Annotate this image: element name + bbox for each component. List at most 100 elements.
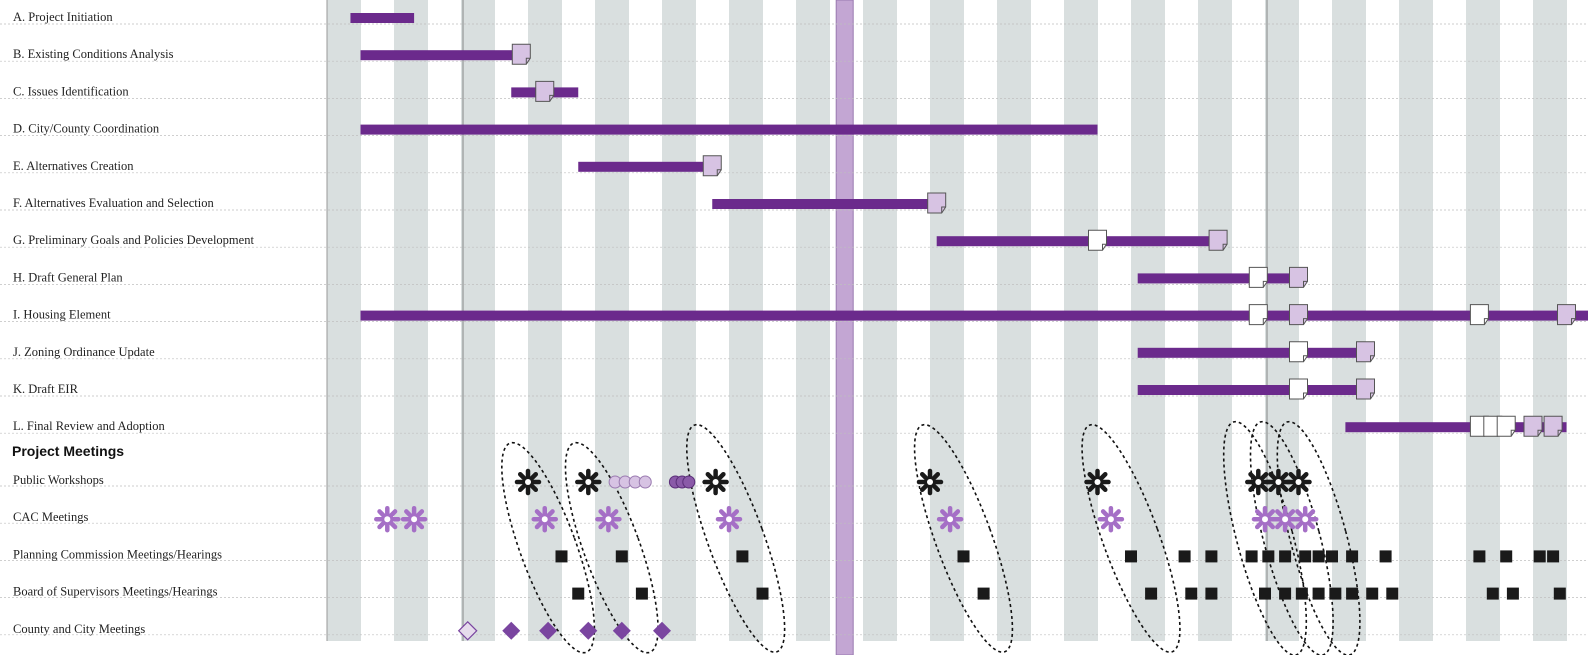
hearing-marker (1366, 587, 1379, 600)
hearing-marker (756, 587, 769, 600)
asterisk-center (1302, 516, 1309, 523)
asterisk-center (1282, 516, 1289, 523)
task-bar (1137, 347, 1366, 358)
meeting-label: Board of Supervisors Meetings/Hearings (13, 585, 218, 599)
task-label: E. Alternatives Creation (13, 159, 134, 173)
workshop-oval-marker (638, 475, 652, 489)
final-document-icon (511, 43, 531, 65)
task-label: B. Existing Conditions Analysis (13, 47, 174, 61)
asterisk-center (1107, 516, 1114, 523)
task-bar (936, 236, 1219, 247)
asterisk-center (384, 516, 391, 523)
document-fold (549, 94, 554, 102)
document-shape (1496, 415, 1516, 437)
hearing-marker (1506, 587, 1519, 600)
document-fold (1262, 318, 1268, 325)
hearing-marker (1205, 550, 1218, 563)
draft-document-icon (1088, 229, 1107, 251)
public-workshop-marker (514, 468, 542, 496)
draft-document-icon (1248, 266, 1268, 288)
county-city-meeting-marker (539, 621, 558, 640)
document-shape (1289, 304, 1308, 326)
document-shape (1248, 266, 1268, 288)
public-workshop-marker (1285, 468, 1312, 496)
task-bars (350, 13, 1588, 433)
county-city-meeting-marker (612, 621, 631, 640)
task-bar (350, 13, 415, 23)
meeting-label: Planning Commission Meetings/Hearings (13, 547, 222, 561)
document-fold (1102, 243, 1107, 251)
hearing-marker (555, 550, 568, 563)
task-bar (1137, 273, 1299, 284)
asterisk-center (541, 516, 548, 523)
final-document-icon (1356, 378, 1375, 400)
hearing-marker (1473, 550, 1486, 563)
task-bar (578, 161, 713, 172)
hearing-marker (1329, 587, 1342, 600)
asterisk-center (585, 479, 592, 485)
task-bar (1137, 385, 1366, 395)
document-shape (1088, 229, 1107, 251)
county-city-meeting-marker (653, 621, 671, 640)
document-shape (927, 192, 947, 214)
hearing-marker (1500, 550, 1513, 563)
column-stripe (327, 0, 361, 641)
public-workshop-marker (1084, 468, 1111, 496)
task-label: L. Final Review and Adoption (13, 419, 165, 433)
hearing-marker (1486, 587, 1499, 600)
final-document-icon (1523, 415, 1543, 437)
draft-document-icon (1469, 304, 1489, 326)
hearing-marker (1379, 550, 1392, 563)
asterisk-center (525, 479, 531, 485)
final-document-icon (1543, 415, 1563, 437)
cac-meeting-marker (1097, 505, 1125, 533)
meeting-group-ellipse (1081, 423, 1181, 653)
document-shape (1289, 341, 1308, 363)
workshop-oval-marker (682, 475, 696, 489)
meeting-label: County and City Meetings (13, 622, 145, 636)
asterisk-center (1262, 516, 1268, 523)
asterisk-center (712, 479, 719, 485)
hearing-marker (572, 587, 585, 600)
draft-document-icon (1248, 304, 1268, 326)
asterisk-center (1094, 479, 1101, 485)
document-fold (1557, 429, 1563, 437)
final-document-icon (535, 80, 555, 102)
county-city-meeting-marker (502, 621, 521, 640)
draft-document-icon (1289, 341, 1308, 363)
hearing-marker (1553, 587, 1566, 600)
task-label: F. Alternatives Evaluation and Selection (13, 196, 214, 210)
meeting-group-ellipse (564, 441, 659, 654)
cac-meeting-marker (715, 505, 743, 533)
asterisk-center (1255, 479, 1262, 485)
task-bar (360, 124, 1098, 135)
hearing-marker (1346, 587, 1359, 600)
meetings-heading: Project Meetings (12, 443, 124, 459)
asterisk-center (411, 516, 418, 523)
document-fold (1303, 392, 1308, 399)
meeting-group-ellipse (913, 423, 1014, 653)
current-date-marker (835, 0, 854, 655)
cac-meeting-marker (936, 505, 964, 533)
document-shape (1557, 304, 1576, 326)
document-shape (1543, 415, 1563, 437)
asterisk-center (1275, 479, 1282, 485)
document-shape (1248, 304, 1268, 326)
hearing-marker (1145, 587, 1158, 600)
meeting-group-ellipse (685, 423, 786, 653)
document-fold (1303, 318, 1308, 325)
task-bar (360, 310, 1588, 321)
asterisk-center (605, 516, 612, 523)
document-fold (1370, 355, 1375, 362)
hearing-marker (1262, 550, 1275, 563)
document-shape (1208, 229, 1228, 251)
task-label: G. Preliminary Goals and Policies Develo… (13, 233, 254, 247)
hearing-marker (1346, 550, 1359, 563)
hearing-marker (1178, 550, 1191, 563)
cac-meeting-marker (374, 505, 401, 533)
final-document-icon (702, 155, 722, 177)
task-label: H. Draft General Plan (13, 270, 123, 284)
document-fold (1571, 318, 1576, 325)
